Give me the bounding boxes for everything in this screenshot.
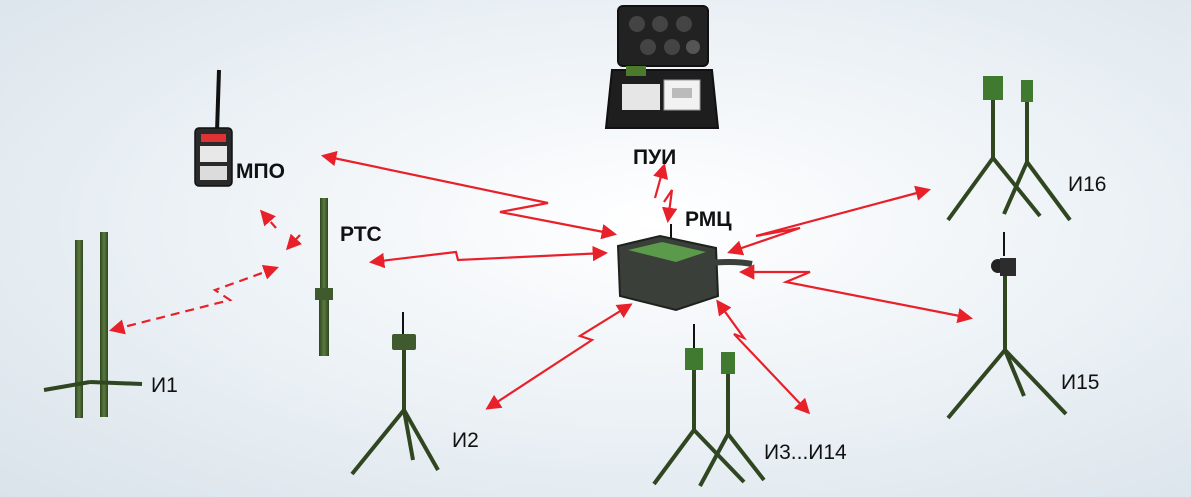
pui-case-image [604,5,720,129]
rts-antenna-image [315,198,333,356]
link-rmc-pui-top [653,163,669,199]
rts-label: РТС [340,223,382,246]
i2-label: И2 [452,429,479,452]
link-rmc-pui-bottom [661,189,678,224]
i15-sensor-image [946,232,1068,420]
mpo-label: МПО [236,160,285,183]
i16-sensor-image [946,76,1072,222]
link-rts-mpo-dashed-2 [259,209,277,229]
i1-antenna-image [43,232,143,418]
link-rmc-i3-i14 [716,299,811,415]
i16-label: И16 [1068,173,1107,196]
link-rmc-mpo [320,150,618,240]
link-rts-mpo-dashed [285,233,303,251]
link-rts-i1-dashed [109,264,279,335]
i1-label: И1 [151,374,178,397]
pui-label: ПУИ [633,146,677,169]
link-rmc-i16 [727,185,931,256]
rmc-bag-image [616,224,753,312]
i15-label: И15 [1061,371,1100,394]
link-rmc-rts [368,245,609,269]
link-rmc-i2 [485,303,633,410]
i3-i14-label: И3...И14 [764,441,847,464]
rmc-label: РМЦ [685,208,732,231]
mpo-device-image [194,69,233,187]
i2-sensor-image [350,312,440,476]
link-rmc-i15 [738,264,974,324]
